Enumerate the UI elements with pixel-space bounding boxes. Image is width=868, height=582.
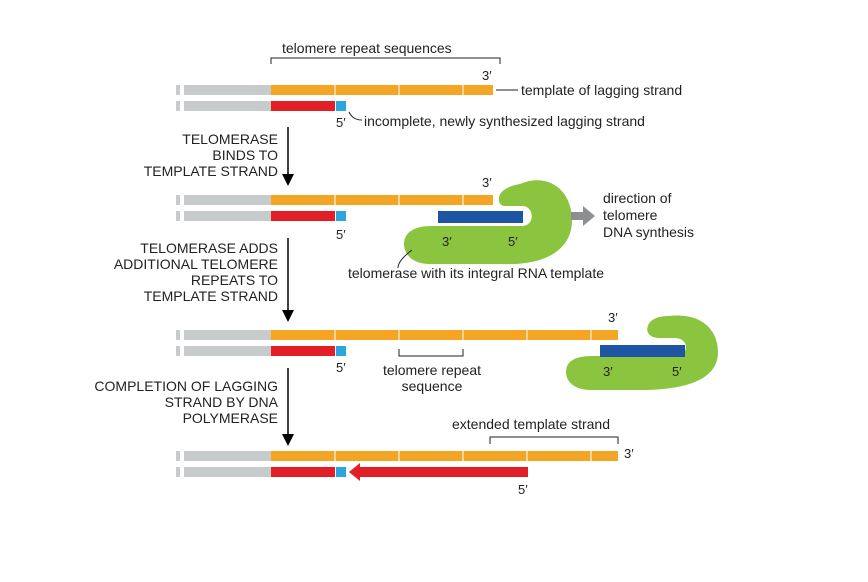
label-telomere-repeat-sequences: telomere repeat sequences bbox=[282, 40, 452, 56]
repeat-bracket bbox=[270, 57, 501, 64]
lagging-red-strand bbox=[271, 346, 335, 356]
gray-tick bbox=[176, 101, 180, 111]
label-telomere-repeat-sequence: telomere repeat sequence bbox=[368, 362, 496, 394]
label-rna-3-prime: 3′ bbox=[442, 234, 452, 249]
telomerase-enzyme bbox=[566, 315, 718, 390]
template-orange-strand bbox=[271, 330, 618, 340]
step-2-text: TELOMERASE ADDS ADDITIONAL TELOMERE REPE… bbox=[60, 240, 278, 304]
rna-template bbox=[600, 345, 685, 357]
rna-primer bbox=[336, 467, 346, 477]
step-3-line: STRAND BY DNA bbox=[164, 394, 278, 410]
step-3-line: COMPLETION OF LAGGING bbox=[94, 378, 278, 394]
step-3-line: POLYMERASE bbox=[182, 410, 278, 426]
lagging-gray-segment bbox=[184, 211, 271, 221]
step-1-line: BINDS TO bbox=[212, 147, 278, 163]
leader-line bbox=[397, 249, 413, 269]
row-3 bbox=[176, 315, 718, 390]
label-rna-3-prime: 3′ bbox=[603, 364, 613, 379]
step-2-line: TEMPLATE STRAND bbox=[143, 288, 278, 304]
template-gray-segment bbox=[184, 330, 271, 340]
lagging-gray-segment bbox=[184, 346, 271, 356]
lagging-gray-segment bbox=[184, 467, 271, 477]
direction-line: DNA synthesis bbox=[603, 224, 695, 240]
lagging-red-strand bbox=[271, 467, 335, 477]
gray-tick bbox=[176, 85, 180, 95]
label-5-prime: 5′ bbox=[336, 115, 346, 130]
rna-primer bbox=[336, 101, 346, 111]
template-orange-strand bbox=[271, 195, 493, 205]
step-2-line: ADDITIONAL TELOMERE bbox=[113, 256, 278, 272]
template-gray-segment bbox=[184, 85, 271, 95]
template-gray-segment bbox=[184, 195, 271, 205]
telomerase-enzyme bbox=[404, 180, 572, 265]
step-1-line: TEMPLATE STRAND bbox=[143, 163, 278, 179]
label-3-prime: 3′ bbox=[624, 446, 634, 461]
label-incomplete-lagging: incomplete, newly synthesized lagging st… bbox=[364, 113, 645, 129]
label-5-prime: 5′ bbox=[518, 482, 528, 497]
lagging-red-strand bbox=[271, 101, 335, 111]
rna-template bbox=[438, 211, 523, 223]
label-3-prime: 3′ bbox=[482, 68, 492, 83]
extended-bracket bbox=[489, 436, 619, 444]
label-5-prime: 5′ bbox=[336, 360, 346, 375]
step-3-text: COMPLETION OF LAGGING STRAND BY DNA POLY… bbox=[40, 378, 278, 426]
direction-line: telomere bbox=[603, 207, 658, 223]
repeat-sequence-line: sequence bbox=[401, 378, 463, 394]
row-2 bbox=[176, 180, 595, 269]
label-direction-synthesis: direction of telomere DNA synthesis bbox=[603, 190, 694, 241]
label-3-prime: 3′ bbox=[608, 310, 618, 325]
lagging-red-strand bbox=[271, 211, 335, 221]
repeat-sequence-bracket bbox=[398, 349, 464, 357]
label-rna-5-prime: 5′ bbox=[672, 364, 682, 379]
label-5-prime: 5′ bbox=[336, 227, 346, 242]
template-orange-strand bbox=[271, 451, 618, 461]
template-gray-segment bbox=[184, 451, 271, 461]
template-orange-strand bbox=[271, 85, 493, 95]
step-2-line: TELOMERASE ADDS bbox=[140, 240, 278, 256]
step-1-text: TELOMERASE BINDS TO TEMPLATE STRAND bbox=[100, 131, 278, 179]
step-2-line: REPEATS TO bbox=[190, 272, 278, 288]
direction-line: direction of bbox=[603, 190, 672, 206]
repeat-sequence-line: telomere repeat bbox=[382, 362, 482, 378]
label-rna-5-prime: 5′ bbox=[508, 234, 518, 249]
label-template-lagging: template of lagging strand bbox=[521, 82, 683, 98]
label-extended-template: extended template strand bbox=[452, 416, 610, 432]
row-4 bbox=[176, 436, 619, 481]
new-lagging-strand-arrow bbox=[349, 463, 528, 481]
leader-line bbox=[348, 111, 363, 121]
row-1 bbox=[176, 57, 518, 121]
lagging-gray-segment bbox=[184, 101, 271, 111]
rna-primer bbox=[336, 346, 346, 356]
label-3-prime: 3′ bbox=[482, 175, 492, 190]
rna-primer bbox=[336, 211, 346, 221]
step-1-line: TELOMERASE bbox=[182, 131, 278, 147]
label-telomerase-rna-template: telomerase with its integral RNA templat… bbox=[348, 265, 604, 281]
direction-arrow-icon bbox=[571, 206, 595, 226]
